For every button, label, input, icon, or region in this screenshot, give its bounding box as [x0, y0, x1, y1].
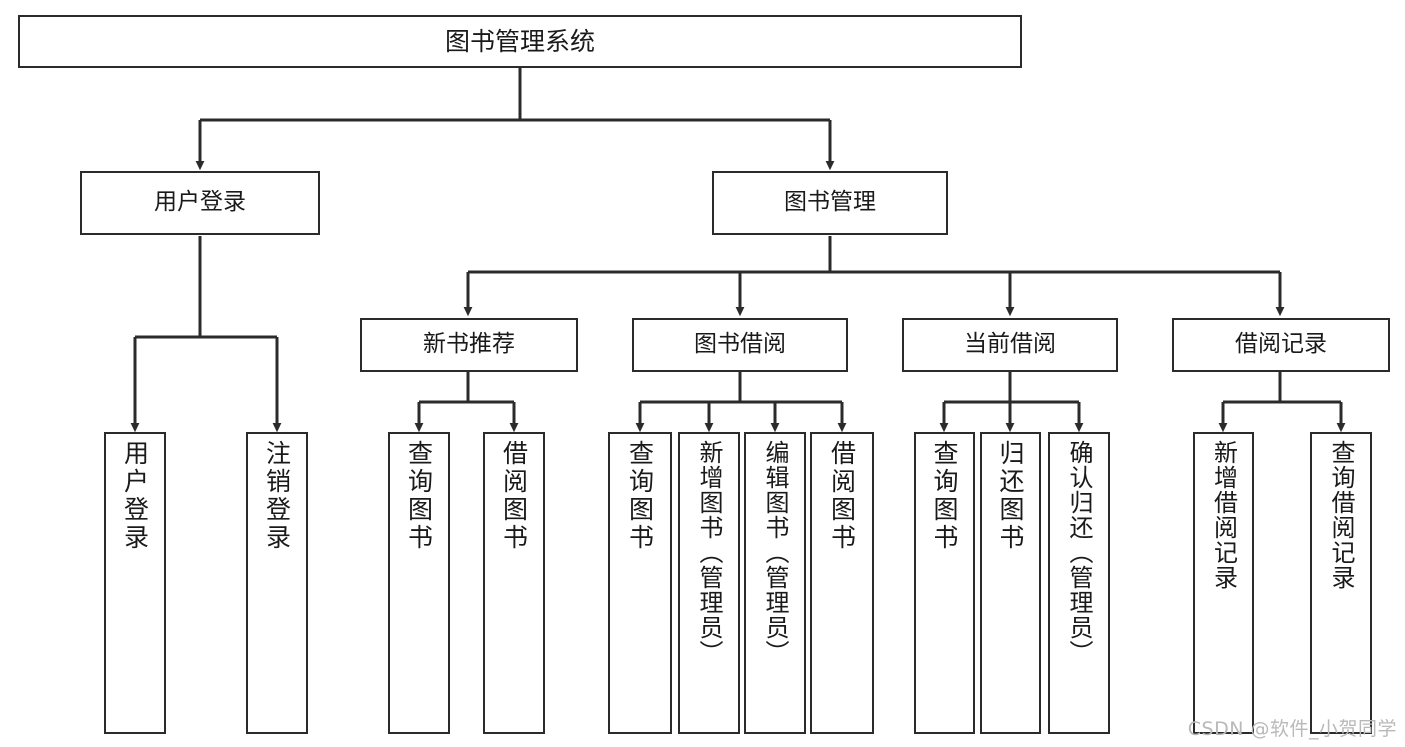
edge-group-user-login: [130, 236, 282, 433]
edge-group-root: [195, 68, 835, 171]
leaf-borrow-book-new[interactable]: 借阅图书: [483, 432, 545, 734]
leaf-add-book-admin-label: 新增图书（管理员）: [695, 440, 723, 665]
node-book-borrow-label: 图书借阅: [694, 331, 786, 358]
edge-group-current-borrow: [939, 372, 1084, 433]
edge-group-borrow-record: [1218, 372, 1346, 433]
leaf-add-book-admin[interactable]: 新增图书（管理员）: [678, 432, 740, 734]
leaf-query-book-current[interactable]: 查询图书: [914, 432, 975, 734]
leaf-confirm-return-admin[interactable]: 确认归还（管理员）: [1048, 432, 1110, 734]
leaf-query-borrow-record-label: 查询借阅记录: [1327, 440, 1355, 590]
node-user-login-label: 用户登录: [154, 189, 246, 216]
csdn-watermark: CSDN @软件_小贺同学: [1187, 718, 1397, 740]
node-new-book-recommend-label: 新书推荐: [423, 331, 515, 358]
leaf-query-borrow-record[interactable]: 查询借阅记录: [1310, 432, 1372, 734]
leaf-query-book-borrow[interactable]: 查询图书: [608, 432, 672, 734]
node-current-borrow[interactable]: 当前借阅: [902, 318, 1118, 372]
node-current-borrow-label: 当前借阅: [964, 331, 1056, 358]
leaf-borrow-book-borrow-label: 借阅图书: [827, 440, 857, 552]
node-book-borrow[interactable]: 图书借阅: [632, 318, 848, 372]
leaf-logout-login-label: 注销登录: [262, 440, 292, 552]
leaf-add-borrow-record[interactable]: 新增借阅记录: [1193, 432, 1254, 734]
leaf-borrow-book-borrow[interactable]: 借阅图书: [810, 432, 874, 734]
node-borrow-record[interactable]: 借阅记录: [1172, 318, 1390, 372]
leaf-query-book-new[interactable]: 查询图书: [388, 432, 450, 734]
edge-group-book-manage: [463, 236, 1285, 317]
node-root-label: 图书管理系统: [444, 26, 595, 56]
leaf-edit-book-admin-label: 编辑图书（管理员）: [761, 440, 789, 665]
edge-group-book-borrow: [635, 372, 847, 433]
leaf-edit-book-admin[interactable]: 编辑图书（管理员）: [744, 432, 806, 734]
leaf-query-book-current-label: 查询图书: [930, 440, 959, 552]
leaf-borrow-book-new-label: 借阅图书: [499, 440, 529, 552]
node-user-login[interactable]: 用户登录: [80, 171, 320, 235]
leaf-return-book-label: 归还图书: [996, 440, 1025, 552]
leaf-user-login-label: 用户登录: [120, 440, 150, 552]
node-new-book-recommend[interactable]: 新书推荐: [360, 318, 578, 372]
edge-group-new-book-rec: [414, 372, 519, 433]
node-borrow-record-label: 借阅记录: [1235, 331, 1327, 358]
leaf-query-book-borrow-label: 查询图书: [625, 440, 655, 552]
leaf-query-book-new-label: 查询图书: [404, 440, 434, 552]
node-book-manage[interactable]: 图书管理: [712, 171, 948, 235]
leaf-return-book[interactable]: 归还图书: [980, 432, 1041, 734]
leaf-logout-login[interactable]: 注销登录: [246, 432, 308, 734]
node-root-book-management-system[interactable]: 图书管理系统: [18, 15, 1022, 68]
node-book-manage-label: 图书管理: [784, 189, 876, 216]
leaf-add-borrow-record-label: 新增借阅记录: [1209, 440, 1238, 590]
leaf-confirm-return-admin-label: 确认归还（管理员）: [1065, 440, 1093, 665]
leaf-user-login[interactable]: 用户登录: [104, 432, 166, 734]
